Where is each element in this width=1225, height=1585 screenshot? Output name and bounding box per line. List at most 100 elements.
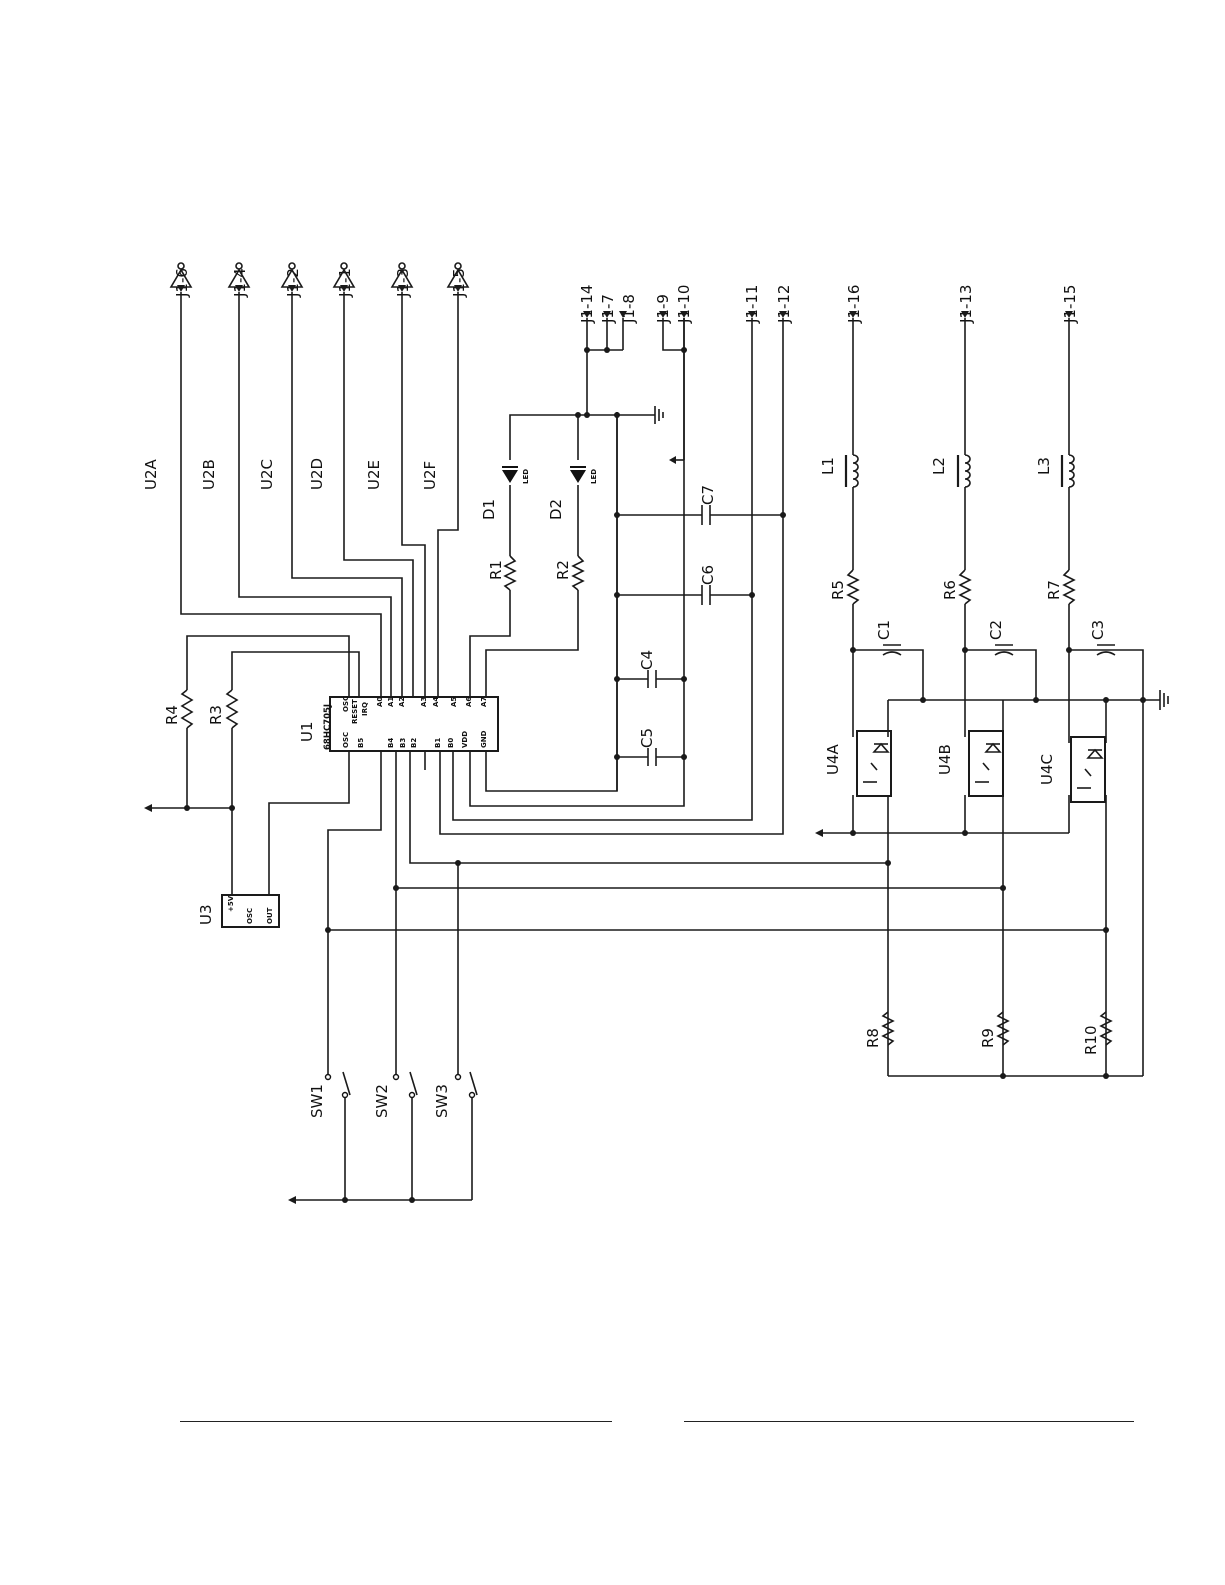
resistor-r3-label: R3 <box>207 705 225 725</box>
led-d1-text: LED <box>522 469 530 484</box>
connector-j1-12: J1-12 <box>775 285 793 324</box>
resistor-r4-body <box>180 689 194 729</box>
inductor-l1-label: L1 <box>819 457 837 475</box>
arrow-opto-common <box>815 829 823 837</box>
mcu-pin-irq: IRQ <box>361 702 369 716</box>
mcu-pin-reset: RESET <box>351 699 359 724</box>
buffer-labels: U2A U2B U2C U2D U2E U2F <box>142 458 439 490</box>
osc-pin-out: OUT <box>266 907 274 924</box>
mcu-pin-osc2: OSC <box>342 732 350 748</box>
inductor-l3-label: L3 <box>1035 457 1053 475</box>
capacitor-c6-label: C6 <box>699 565 717 585</box>
opto-u4b-body <box>968 730 1004 797</box>
resistor-r9-body <box>996 1011 1010 1046</box>
mcu-body <box>329 696 499 752</box>
opto-internals <box>863 742 1104 789</box>
inductor-l2-body <box>964 454 971 488</box>
filter-caps <box>882 644 1116 656</box>
resistor-r6-body <box>958 569 972 605</box>
mcu-pin-a5: A5 <box>450 697 458 707</box>
resistor-r8-label: R8 <box>864 1028 882 1048</box>
resistor-r5-label: R5 <box>829 580 847 600</box>
ground-right-icon <box>1159 690 1169 710</box>
mcu-part-label: 68HC705J <box>323 704 333 750</box>
resistor-r5-body <box>846 569 860 605</box>
port-b-wires <box>327 318 1106 1068</box>
led-d2: LED <box>570 466 598 484</box>
footer-rule-right <box>684 1421 1134 1422</box>
switch-sw3-label: SW3 <box>433 1084 451 1118</box>
arrow-j1-10-tap <box>669 456 676 464</box>
reset-osc-network <box>150 635 360 928</box>
connector-j1-13: J1-13 <box>957 285 975 324</box>
mcu-pin-a2: A2 <box>398 697 406 707</box>
opto-u4a-label: U4A <box>824 743 842 775</box>
inductor-l3-body <box>1068 454 1075 488</box>
switch-sw1-blade <box>342 1071 351 1096</box>
resistor-r1-label: R1 <box>487 560 505 580</box>
optocouplers <box>856 730 1106 803</box>
buffer-u2c-label: U2C <box>258 459 276 490</box>
resistor-r2-body <box>571 555 585 591</box>
mcu-pin-a3: A3 <box>420 697 428 707</box>
resistor-r6-label: R6 <box>941 580 959 600</box>
inductor-l2-label: L2 <box>930 457 948 475</box>
led-d1: LED <box>502 466 530 484</box>
capacitor-c4-label: C4 <box>638 650 656 670</box>
mcu-pin-b4: B4 <box>387 738 395 748</box>
switch-sw3-blade <box>469 1071 478 1096</box>
mcu-pin-vdd: VDD <box>461 731 469 748</box>
connector-j1-10: J1-10 <box>675 285 693 324</box>
resistor-r8-body <box>881 1011 895 1046</box>
resistor-r3-body <box>225 689 239 729</box>
mcu-ref-label: U1 <box>298 721 316 742</box>
mcu-pin-a4: A4 <box>432 697 440 707</box>
buffer-u2f-label: U2F <box>421 461 439 490</box>
mcu-pin-gnd: GND <box>480 730 488 748</box>
resistor-r7-body <box>1062 569 1076 605</box>
mcu-pin-b0: B0 <box>447 738 455 748</box>
led-d1-label: D1 <box>480 499 498 520</box>
mcu-pin-labels: OSC RESET IRQ A0 A1 A2 A3 A4 A5 A6 A7 OS… <box>342 696 488 748</box>
connector-j1-16: J1-16 <box>845 285 863 324</box>
mcu-pin-b1: B1 <box>434 738 442 748</box>
mcu-pin-osc1: OSC <box>342 696 350 712</box>
buffer-wires <box>180 292 459 697</box>
inductor-l1-body <box>852 454 859 488</box>
opto-u4c-body <box>1070 736 1106 803</box>
mcu-u1: U1 68HC705J OSC RESET IRQ A0 A1 A2 A3 A4… <box>298 696 499 752</box>
resistor-r4-label: R4 <box>163 705 181 725</box>
opto-u4c-label: U4C <box>1038 754 1056 785</box>
resistor-r1-body <box>503 555 517 591</box>
output-channels <box>822 318 1160 1077</box>
connector-j1-7: J1-7 <box>599 294 617 324</box>
switch-sw2-label: SW2 <box>373 1084 391 1118</box>
oscillator-u3-body <box>221 894 280 928</box>
switch-sw2-blade <box>409 1071 418 1096</box>
mcu-pin-a1: A1 <box>387 697 395 707</box>
junction-dots-osc <box>184 805 235 811</box>
capacitor-c2-label: C2 <box>987 620 1005 640</box>
osc-pin-5v: +5V <box>227 895 235 912</box>
capacitor-c3-label: C3 <box>1089 620 1107 640</box>
mcu-pin-b5: B5 <box>357 738 365 748</box>
connector-j1-8: J1-8 <box>620 294 638 324</box>
connector-j1-9: J1-9 <box>654 294 672 324</box>
resistor-r10-body <box>1099 1011 1113 1046</box>
resistor-r9-label: R9 <box>979 1028 997 1048</box>
opto-u4b-label: U4B <box>936 744 954 775</box>
led-d2-label: D2 <box>547 499 565 520</box>
resistor-r7-label: R7 <box>1045 580 1063 600</box>
bypass-caps <box>616 412 783 791</box>
resistor-r10-label: R10 <box>1082 1025 1100 1055</box>
mcu-pin-b2: B2 <box>410 738 418 748</box>
mcu-pin-a7: A7 <box>480 697 488 707</box>
led-d2-text: LED <box>590 469 598 484</box>
ground-top-icon <box>654 406 664 424</box>
led-network <box>469 318 685 697</box>
mcu-pin-a0: A0 <box>376 697 384 707</box>
connector-j1-14: J1-14 <box>578 285 596 324</box>
buffer-symbols <box>169 262 470 288</box>
connector-j1-15: J1-15 <box>1061 285 1079 324</box>
osc-pin-osc: OSC <box>246 908 254 924</box>
